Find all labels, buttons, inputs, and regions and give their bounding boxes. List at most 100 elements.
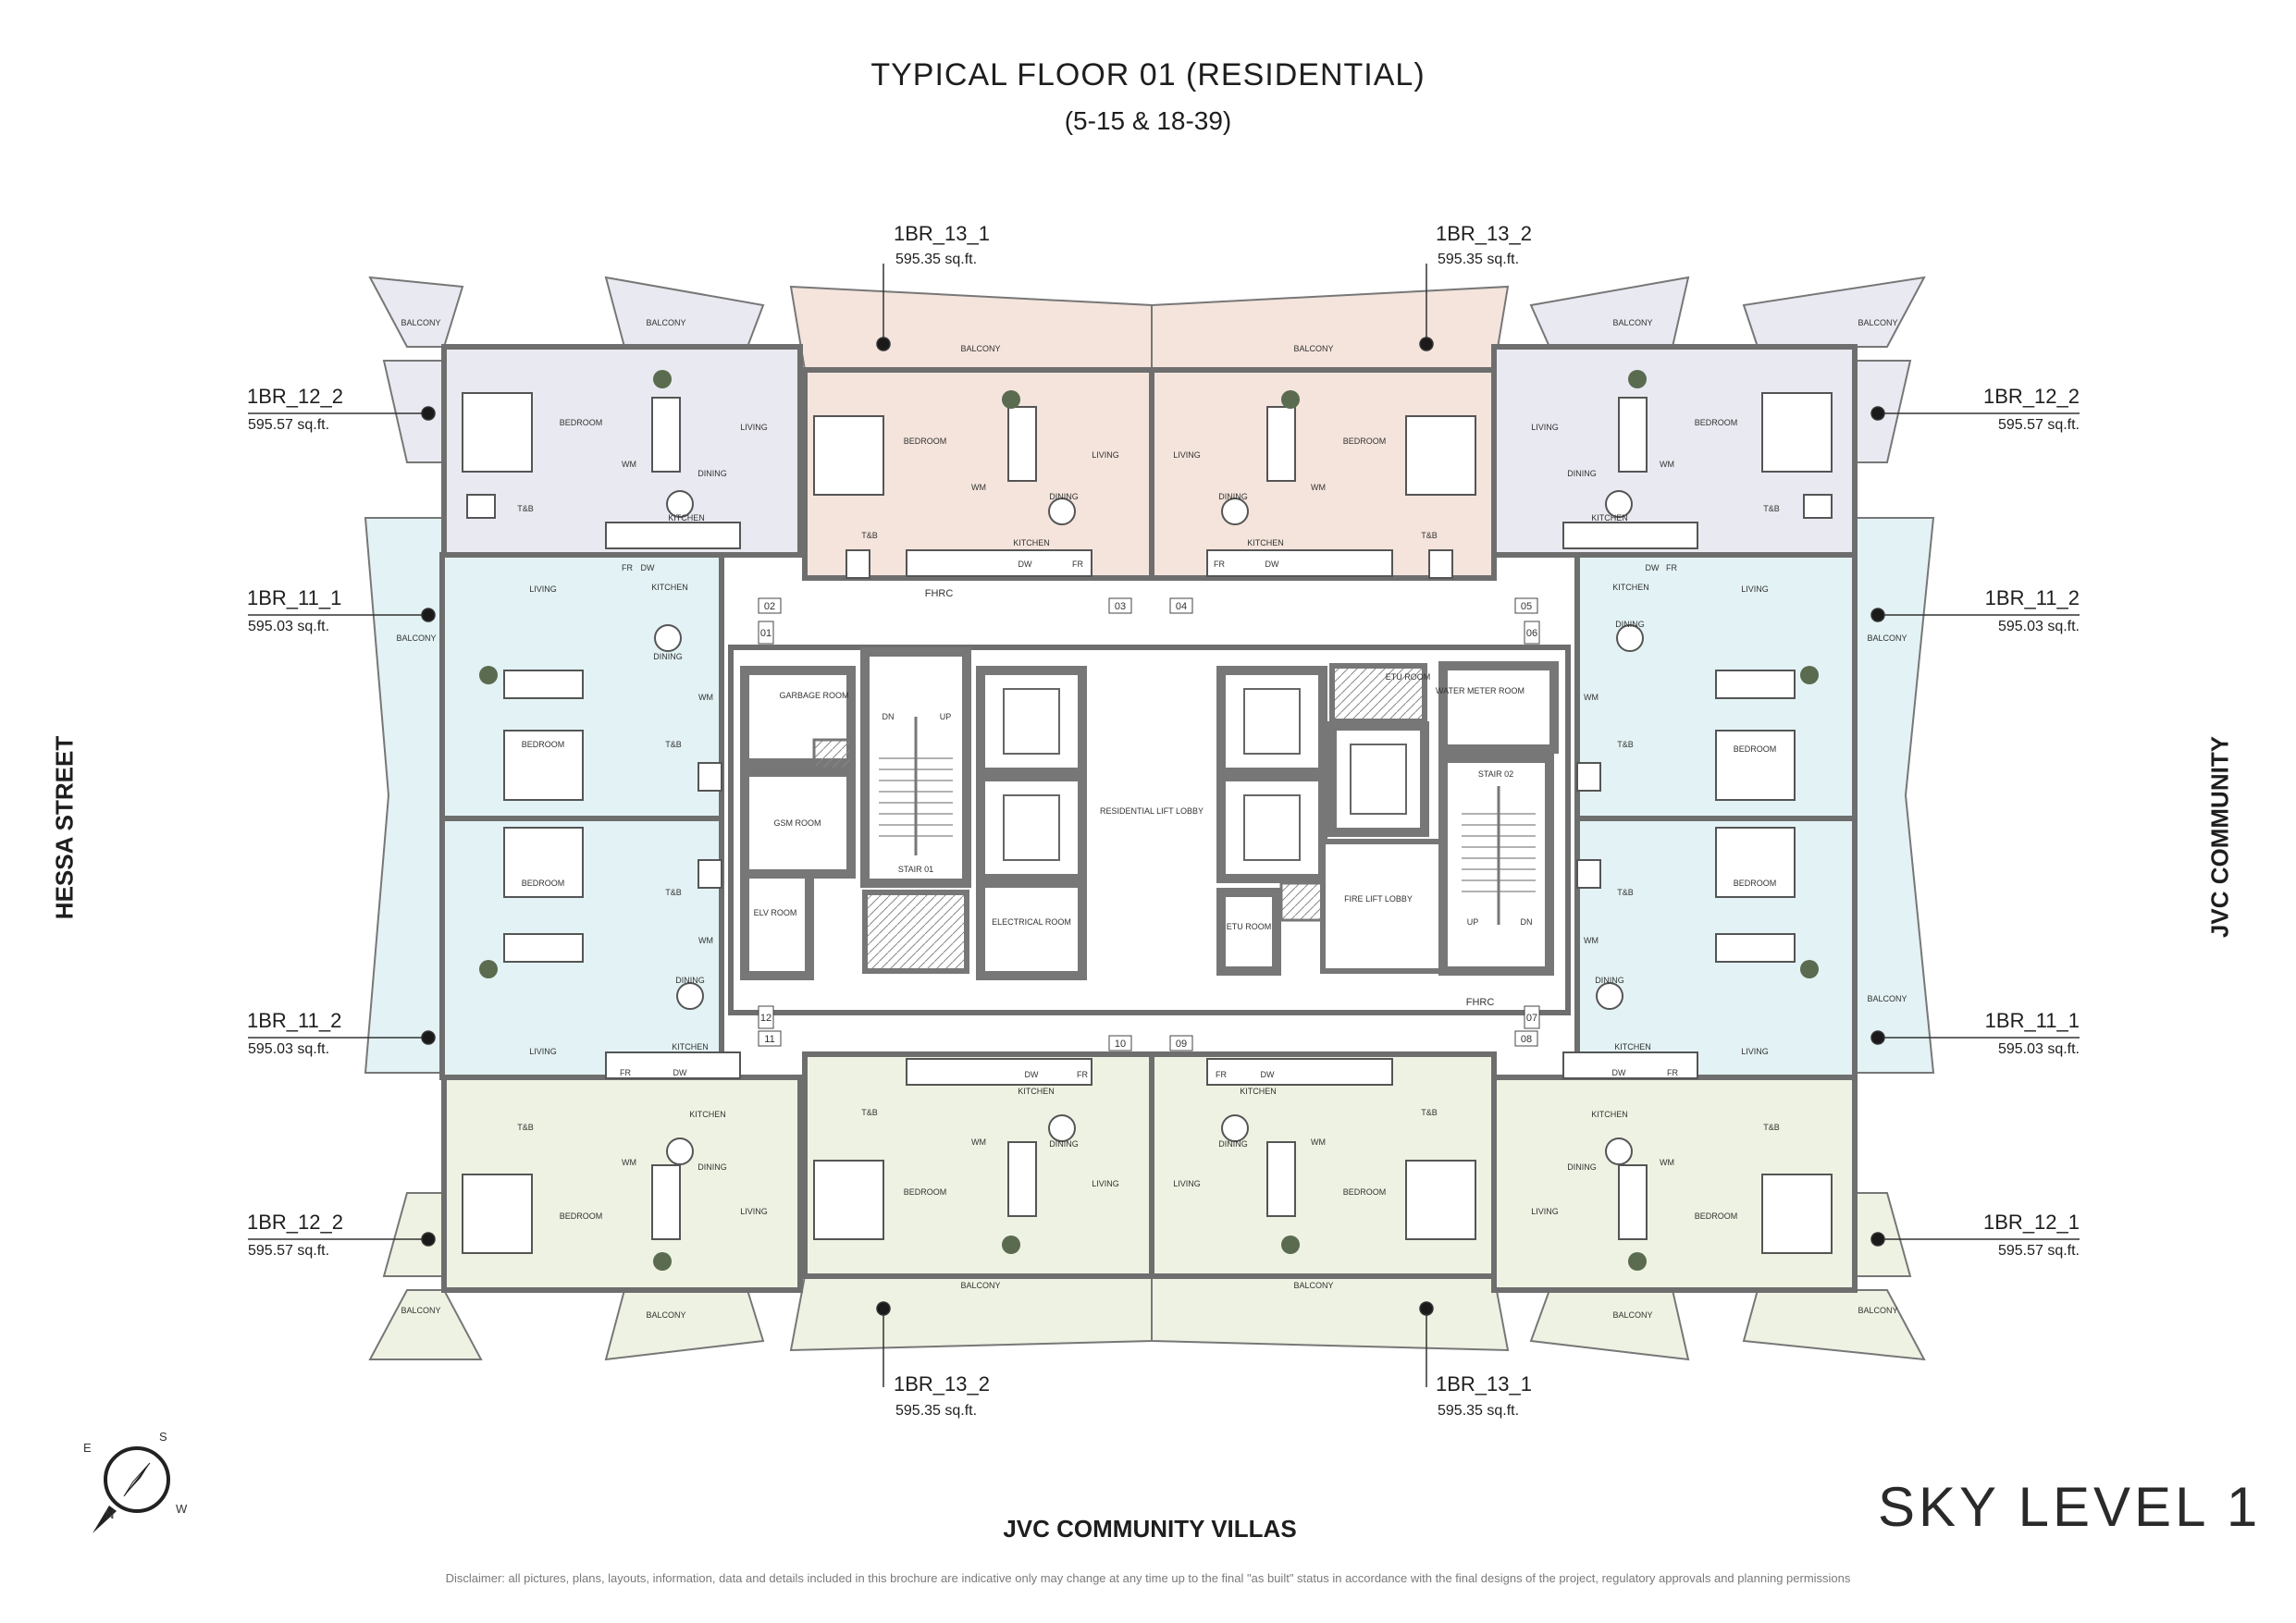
- lift-car-1: [1003, 688, 1060, 755]
- balcony-label: BALCONY: [960, 344, 1000, 353]
- balcony-top-right-outer: [1742, 276, 1926, 348]
- balcony-top-left-inner: [604, 276, 765, 348]
- bed: [503, 827, 584, 898]
- bed: [813, 1160, 884, 1240]
- sofa: [1266, 406, 1296, 482]
- kitchen-counter: [1562, 522, 1698, 549]
- balcony-bottom-left-inner: [604, 1289, 765, 1361]
- plant: [1002, 390, 1020, 409]
- balcony-label: BALCONY: [646, 318, 685, 327]
- kitchen-counter: [1206, 549, 1393, 577]
- stair-01-label: STAIR 01: [898, 865, 933, 874]
- bedroom-label: BEDROOM: [904, 1187, 947, 1197]
- bedroom-label: BEDROOM: [1734, 879, 1777, 888]
- bedroom-label: BEDROOM: [1343, 1187, 1387, 1197]
- balcony-top-13-1: [789, 285, 1153, 371]
- unit-number: 03: [1115, 601, 1126, 612]
- balcony-left-12-bottom: [382, 1192, 445, 1277]
- plants: [479, 370, 1819, 1271]
- lift-lobby-label: RESIDENTIAL LIFT LOBBY: [1100, 806, 1204, 816]
- street-label-west: HESSA STREET: [50, 735, 79, 920]
- toilet: [697, 762, 722, 792]
- unit-numbers: 02 01 03 04 05 06 07 08 09 10 11 12: [758, 597, 1540, 1051]
- balcony-bottom-right-outer: [1742, 1289, 1926, 1361]
- sofa: [1618, 1164, 1648, 1240]
- compass: N S E W: [83, 1430, 188, 1533]
- kitchen-label: KITCHEN: [668, 513, 705, 523]
- dw-label: DW: [1265, 559, 1279, 569]
- street-label-south: JVC COMMUNITY VILLAS: [1003, 1515, 1297, 1543]
- living-label: LIVING: [1173, 450, 1201, 460]
- plant: [1281, 390, 1300, 409]
- wm-label: WM: [1660, 460, 1674, 469]
- compass-needle: [123, 1462, 151, 1497]
- tb-label: T&B: [1617, 740, 1634, 749]
- plant: [479, 666, 498, 684]
- unit-name-right-12-top: 1BR_12_2: [1983, 385, 2080, 408]
- kitchen-label: KITCHEN: [1018, 1087, 1055, 1096]
- gsm-room-label: GSM ROOM: [774, 818, 821, 828]
- fhrc-label: FHRC: [925, 588, 954, 599]
- room-labels: BALCONY BALCONY BALCONY BALCONY BALCONY …: [396, 318, 1907, 1320]
- fr-label: FR: [1072, 559, 1083, 569]
- bedroom-label: BEDROOM: [1695, 1211, 1738, 1221]
- dw-label: DW: [1612, 1068, 1626, 1077]
- fr-label: FR: [620, 1068, 631, 1077]
- living-label: LIVING: [1741, 1047, 1769, 1056]
- shaft-left: [862, 890, 969, 974]
- unit-number: 10: [1115, 1039, 1126, 1050]
- tb-label: T&B: [1421, 1108, 1438, 1117]
- living-label: LIVING: [1531, 423, 1559, 432]
- dw-label: DW: [1025, 1070, 1039, 1079]
- tb-label: T&B: [1763, 504, 1780, 513]
- compass-n: N: [105, 1507, 114, 1521]
- living-label: LIVING: [740, 1207, 768, 1216]
- wm-label: WM: [698, 936, 713, 945]
- balcony-label: BALCONY: [401, 1306, 440, 1315]
- fr-label: FR: [1077, 1070, 1088, 1079]
- lift-4: [1216, 772, 1327, 883]
- dining-label: DINING: [653, 652, 683, 661]
- unit-12-bottom-left: [441, 1075, 803, 1293]
- wm-label: WM: [1311, 1137, 1326, 1147]
- fire-lift-lobby-label: FIRE LIFT LOBBY: [1344, 894, 1413, 904]
- plant: [1628, 370, 1647, 388]
- etu-room-left: [1216, 888, 1281, 976]
- balcony-label: BALCONY: [646, 1310, 685, 1320]
- balcony-bottom-right-inner: [1529, 1289, 1690, 1361]
- page-title: TYPICAL FLOOR 01 (RESIDENTIAL): [870, 57, 1426, 92]
- living-label: LIVING: [529, 584, 557, 594]
- wm-label: WM: [698, 693, 713, 702]
- bed: [462, 1174, 533, 1254]
- bed: [503, 730, 584, 801]
- living-label: LIVING: [1531, 1207, 1559, 1216]
- bedroom-label: BEDROOM: [904, 436, 947, 446]
- bed: [462, 392, 533, 473]
- etu-room-label: ETU ROOM: [1227, 922, 1272, 931]
- plant: [1628, 1252, 1647, 1271]
- unit-name-right-11-bottom: 1BR_11_1: [1984, 1009, 2080, 1032]
- balcony-top-13-2: [1151, 285, 1510, 371]
- compass-pointer: [93, 1506, 117, 1533]
- dining-table: [654, 624, 682, 652]
- fire-lift-lobby: [1320, 839, 1446, 974]
- plant: [1002, 1236, 1020, 1254]
- lift-1: [976, 666, 1087, 777]
- etu-room-label: ETU ROOM: [1386, 672, 1431, 682]
- unit-area-right-12-bottom: 595.57 sq.ft.: [1997, 1243, 2080, 1259]
- dining-table: [666, 490, 694, 518]
- wm-label: WM: [622, 460, 636, 469]
- toilet: [1576, 762, 1601, 792]
- bed: [1715, 827, 1796, 898]
- fr-label: FR: [1667, 1068, 1678, 1077]
- elv-room-label: ELV ROOM: [754, 908, 797, 917]
- unit-name-left-11-bottom: 1BR_11_2: [247, 1009, 342, 1032]
- stair-02: [1438, 754, 1554, 976]
- page-subtitle: (5-15 & 18-39): [1064, 106, 1232, 135]
- kitchen-counter: [1562, 1051, 1698, 1079]
- plant: [1281, 1236, 1300, 1254]
- unit-area-right-11-bottom: 595.03 sq.ft.: [1997, 1041, 2080, 1057]
- living-label: LIVING: [1173, 1179, 1201, 1188]
- bedroom-label: BEDROOM: [1695, 418, 1738, 427]
